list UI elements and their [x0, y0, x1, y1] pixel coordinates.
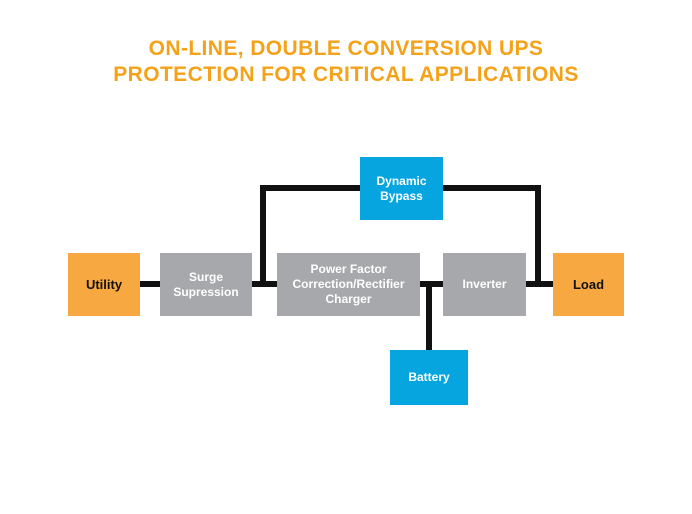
block-dynamic-bypass[interactable]: Dynamic Bypass	[360, 157, 443, 220]
block-surge-supression[interactable]: Surge Supression	[160, 253, 252, 316]
wire-bypass-right-drop	[535, 185, 541, 287]
page-title: On-line, Double Conversion UPS Protectio…	[113, 37, 579, 86]
wire-bypass-right-run	[438, 185, 541, 191]
wire-battery-to-dc-bus	[426, 281, 432, 353]
block-load[interactable]: Load	[553, 253, 624, 316]
block-utility[interactable]: Utility	[68, 253, 140, 316]
wire-bypass-left-riser	[260, 185, 266, 287]
wire-bypass-left-run	[260, 185, 365, 191]
block-inverter[interactable]: Inverter	[443, 253, 526, 316]
block-battery[interactable]: Battery	[390, 350, 468, 405]
wire-utility-to-surge	[138, 281, 164, 287]
block-power-factor-correction-rectifier-charger[interactable]: Power Factor Correction/Rectifier Charge…	[277, 253, 420, 316]
